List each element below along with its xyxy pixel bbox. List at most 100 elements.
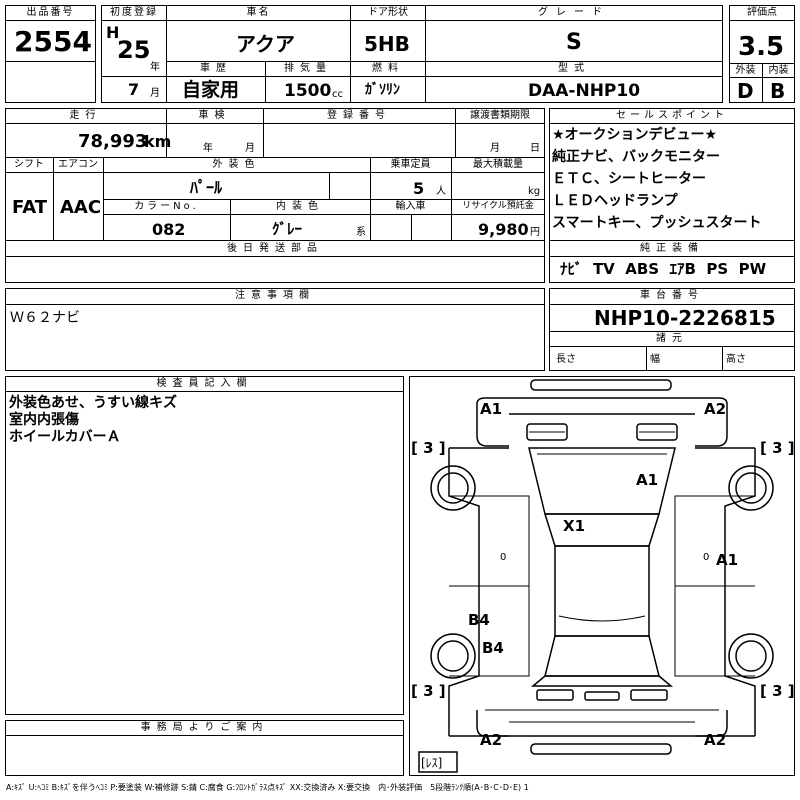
mark-front-right: A2: [704, 400, 727, 418]
front-bumper: [476, 397, 728, 422]
height-label: 高さ: [726, 354, 746, 365]
score: 3.5: [738, 32, 785, 62]
door-type: 5HB: [364, 32, 410, 56]
specs-label: 諸元: [656, 333, 688, 344]
first-reg-month-unit: 月: [150, 88, 160, 99]
tire-rear-left: [ 3 ]: [411, 682, 446, 700]
tire-rear-right: [ 3 ]: [760, 682, 795, 700]
mark-zero-right: 0: [703, 552, 710, 563]
front-bumper-top: [530, 379, 672, 391]
inspector-notes: 外装色あせ、うすい線キズ 室内内張傷 ホイールカバーＡ: [9, 396, 177, 447]
sales-point: ＬＥＤヘッドランプ: [552, 193, 678, 209]
inspector-label: 検査員記入欄: [156, 378, 253, 389]
mark-rear-left: A2: [480, 731, 503, 749]
front-right-fender: [695, 422, 728, 447]
sales-points-list: ★オークションデビュー★ 純正ナビ、バックモニター ＥＴＣ、シートヒーター ＬＥ…: [552, 128, 794, 238]
first-reg-month: 7: [128, 80, 140, 99]
history-box: [166, 61, 266, 103]
model-label: 型式: [558, 63, 590, 74]
history-label: 車歴: [200, 63, 232, 74]
shift: FAT: [12, 197, 48, 218]
taillight-right: [630, 689, 668, 701]
chassis-label: 車台番号: [640, 290, 704, 301]
length-label: 長さ: [556, 354, 576, 365]
displacement-unit: cc: [332, 89, 343, 100]
lot-number-box: [5, 5, 96, 103]
tire-front-right: [ 3 ]: [760, 439, 795, 457]
trunk: [530, 675, 674, 687]
shift-label: シフト: [14, 159, 44, 170]
inspection-month-unit: 月: [245, 143, 255, 154]
transfer-month-unit: 月: [490, 143, 500, 154]
office-box: [5, 720, 404, 776]
sales-point: 純正ナビ、バックモニター: [552, 149, 720, 165]
first-reg-year-unit: 年: [150, 62, 160, 73]
right-side: [724, 448, 756, 736]
car-outline-svg: [418, 379, 774, 773]
model: DAA-NHP10: [528, 81, 641, 101]
recycle-fee-label: リサイクル預託金: [462, 201, 534, 211]
transfer-deadline-label: 譲渡書類期限: [470, 110, 530, 121]
mileage-label: 走行: [69, 110, 102, 121]
inspection-year-unit: 年: [203, 143, 213, 154]
equipment-label: 純正装備: [640, 243, 704, 254]
fuel-box: [350, 61, 426, 103]
rear-window: [544, 635, 660, 677]
sales-points-label: セールスポイント: [616, 110, 728, 121]
fuel-label: 燃料: [372, 63, 404, 74]
score-label: 評価点: [747, 7, 777, 18]
mark-left-quarter: B4: [482, 639, 504, 657]
grade: S: [566, 30, 582, 55]
mark-rear-right: A2: [704, 731, 727, 749]
notes-box: [5, 288, 545, 371]
inspector-line: 室内内張傷: [9, 412, 79, 428]
max-load-label: 最大積載量: [473, 159, 523, 170]
import-label: 輸入車: [395, 201, 426, 212]
wheel-rear-right: [728, 633, 774, 679]
sales-point: スマートキー、プッシュスタート: [552, 215, 762, 231]
mark-left-rear-door: B4: [468, 611, 490, 629]
notes-label: 注意事項欄: [235, 290, 315, 301]
inspection-label: 車検: [198, 110, 231, 121]
mileage: 78,993: [78, 131, 148, 152]
later-parts-label: 後日発送部品: [227, 243, 323, 254]
spare-tire-mark: [ﾚｽ]: [421, 756, 443, 770]
chassis-number: NHP10-2226815: [594, 306, 776, 330]
legend: A:ｷｽﾞ U:ﾍｺﾐ B:ｷｽﾞを伴うﾍｺﾐ P:要塗装 W:補修跡 S:錆 …: [6, 783, 529, 792]
color-number: 082: [152, 220, 186, 239]
first-reg-year: 25: [117, 36, 151, 64]
first-registration-label: 初度登録: [110, 7, 158, 18]
sales-points-box: [549, 108, 795, 283]
first-reg-era: H: [106, 23, 120, 42]
exterior-score: D: [737, 79, 754, 103]
car-name: アクア: [236, 32, 295, 56]
chassis-box: [549, 288, 795, 371]
taillight-left: [536, 689, 574, 701]
office-label: 事務局よりご案内: [140, 722, 269, 733]
headlight-left: [526, 423, 568, 441]
interior-label: 内装: [768, 65, 789, 76]
mark-front-left: A1: [480, 400, 503, 418]
rear-bumper-bottom: [530, 743, 672, 755]
width-label: 幅: [650, 354, 660, 365]
interior-color-unit: 系: [356, 227, 366, 238]
equipment: ﾅﾋﾞ TV ABS ｴｱB PS PW: [560, 260, 767, 278]
capacity-label: 乗車定員: [390, 159, 431, 170]
interior-score: B: [770, 79, 786, 103]
model-box: [425, 61, 723, 103]
interior-color: ｸﾞﾚｰ: [272, 220, 303, 238]
exterior-label: 外装: [735, 65, 756, 76]
displacement: 1500: [284, 81, 332, 101]
inspector-line: 外装色あせ、うすい線キズ: [9, 395, 177, 411]
roof: [554, 545, 650, 637]
recycle-fee-unit: 円: [530, 227, 540, 238]
mark-right-door: A1: [716, 551, 739, 569]
capacity-unit: 人: [436, 186, 446, 197]
lot-number: 2554: [14, 25, 92, 58]
spare-tire-box: [418, 751, 458, 773]
max-load-unit: kg: [528, 186, 541, 197]
sales-point: ＥＴＣ、シートヒーター: [552, 171, 706, 187]
car-name-label: 車名: [246, 7, 271, 18]
wheel-front-left: [430, 465, 476, 511]
grade-label: グレード: [538, 7, 610, 18]
